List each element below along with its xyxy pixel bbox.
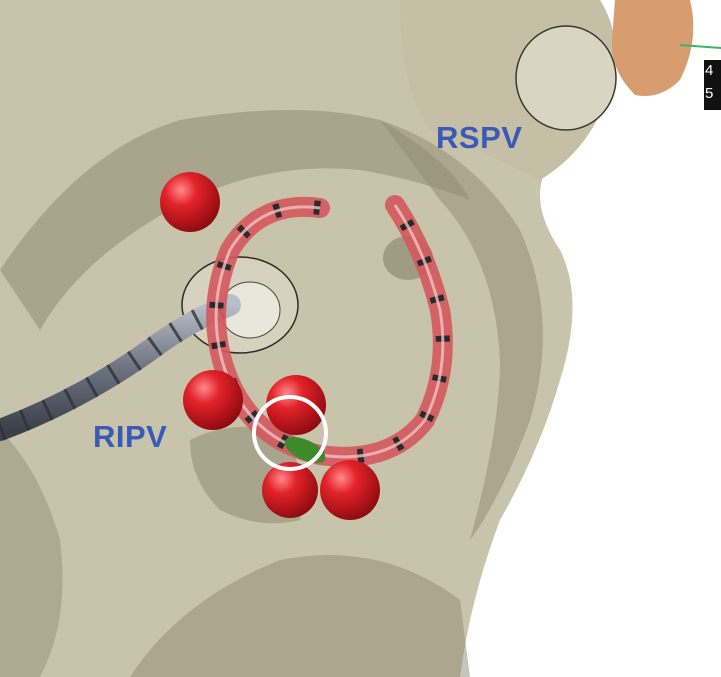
lesion-tag xyxy=(160,172,220,232)
rspv-ostium xyxy=(515,25,617,131)
orientation-axis xyxy=(679,44,721,49)
atrium-fold xyxy=(130,555,470,677)
highlight-circle xyxy=(252,395,328,471)
orientation-marker-top: 4 xyxy=(705,62,714,79)
sheath-catheter xyxy=(0,294,241,441)
atrium-fold xyxy=(380,120,543,540)
rspv-label: RSPV xyxy=(436,120,523,155)
orientation-marker-bottom: 5 xyxy=(705,85,714,102)
atrium-fold xyxy=(0,110,470,330)
atrium-fold xyxy=(0,430,63,677)
orientation-figure xyxy=(611,0,694,96)
lesion-tag xyxy=(262,462,318,518)
ripv-label: RIPV xyxy=(93,419,168,454)
lesion-tag xyxy=(266,375,326,435)
lesion-tag xyxy=(320,460,380,520)
orientation-marker: 4 5 xyxy=(704,60,721,110)
lesion-tag xyxy=(183,370,243,430)
